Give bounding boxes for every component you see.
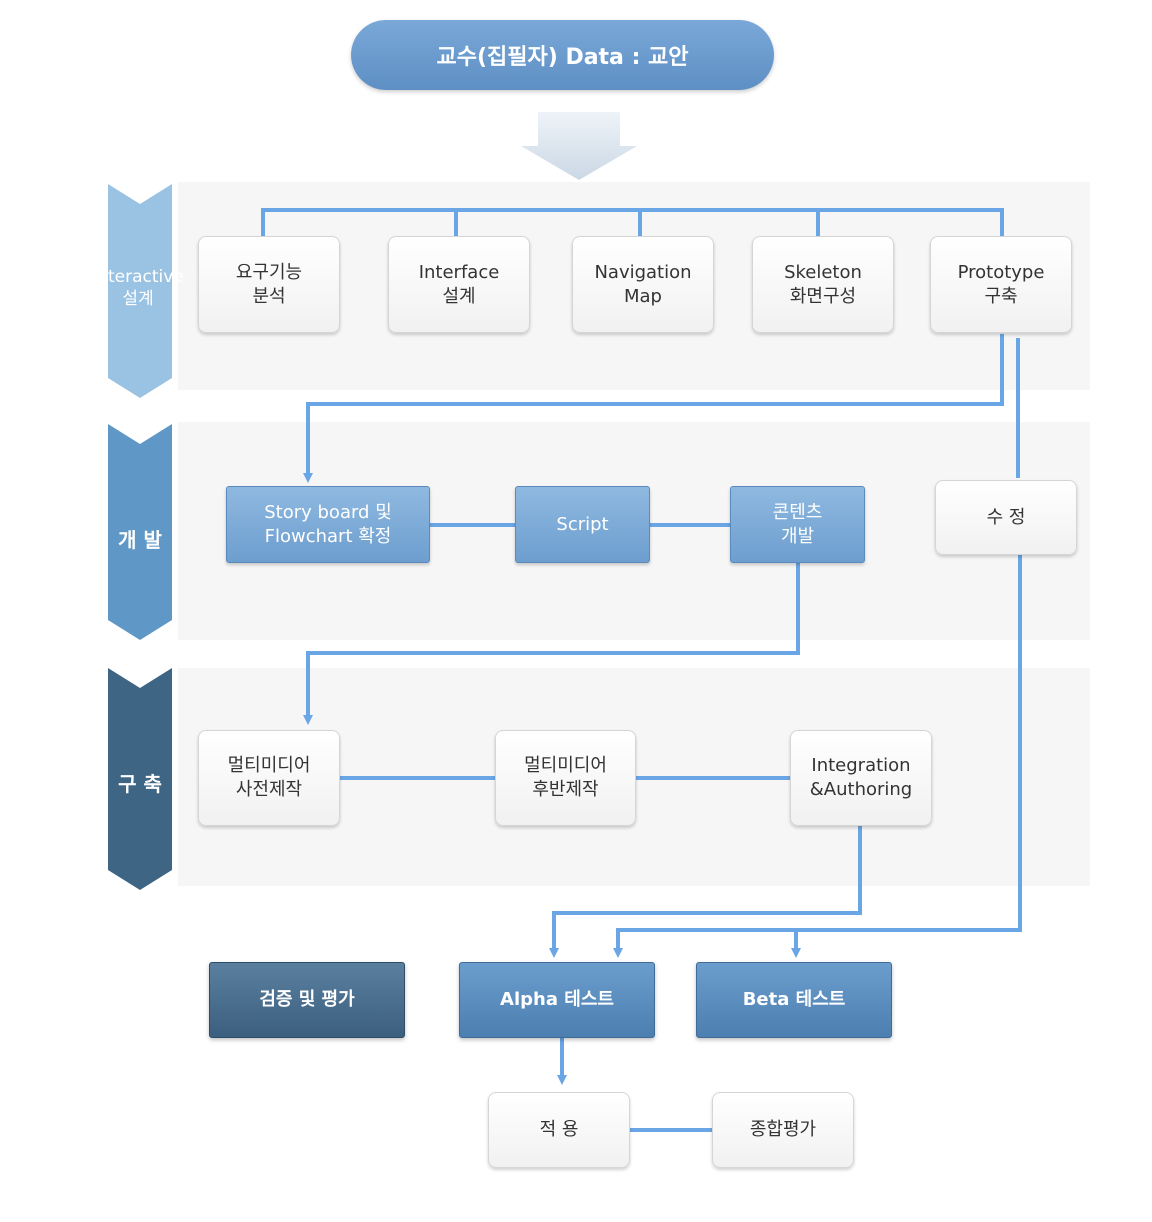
phase-label-develop: 개 발: [118, 528, 162, 552]
beta-test-box: Beta 테스트: [696, 962, 892, 1038]
design-step-interface: Interface 설계: [388, 236, 530, 333]
build-step-integration: Integration &Authoring: [790, 730, 932, 826]
phase-chevron-build: [108, 668, 172, 890]
phase-label-build: 구 축: [118, 772, 162, 796]
overall-evaluation-box: 종합평가: [712, 1092, 854, 1168]
apply-box: 적 용: [488, 1092, 630, 1168]
develop-step-content: 콘텐츠 개발: [730, 486, 865, 563]
alpha-test-box: Alpha 테스트: [459, 962, 655, 1038]
build-step-postproduction: 멀티미디어 후반제작: [495, 730, 636, 826]
header-title: 교수(집필자) Data : 교안: [436, 45, 689, 70]
header-pill: 교수(집필자) Data : 교안: [351, 20, 774, 90]
phase-chevron-develop: [108, 424, 172, 640]
develop-step-storyboard: Story board 및 Flowchart 확정: [226, 486, 430, 563]
design-step-navigation: Navigation Map: [572, 236, 714, 333]
revise-box: 수 정: [935, 480, 1077, 555]
develop-step-script: Script: [515, 486, 650, 563]
design-step-prototype: Prototype 구축: [930, 236, 1072, 333]
design-step-skeleton: Skeleton 화면구성: [752, 236, 894, 333]
build-step-preproduction: 멀티미디어 사전제작: [198, 730, 340, 826]
phase-chevron-design: [108, 184, 172, 398]
evaluation-title-box: 검증 및 평가: [209, 962, 405, 1038]
phase-label-design: Interactive 설계: [92, 267, 184, 309]
flow-down-arrow: [521, 112, 637, 180]
design-step-requirements: 요구기능 분석: [198, 236, 340, 333]
